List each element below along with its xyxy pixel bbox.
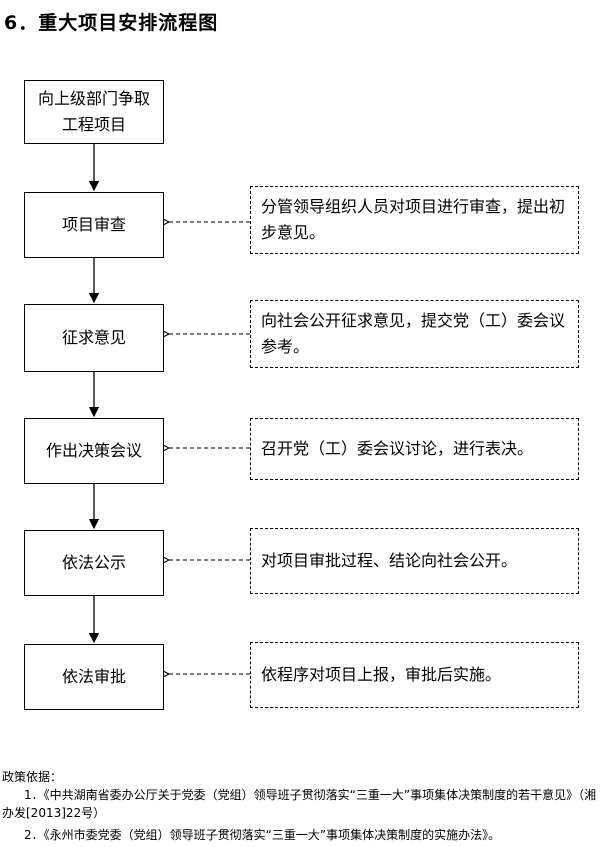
step-box-5: 依法公示 xyxy=(24,530,164,596)
step-note-3: 向社会公开征求意见，提交党（工）委会议参考。 xyxy=(250,300,579,368)
step-note-5: 对项目审批过程、结论向社会公开。 xyxy=(250,528,579,594)
step-note-4: 召开党（工）委会议讨论，进行表决。 xyxy=(250,418,579,480)
step-box-2: 项目审查 xyxy=(24,192,164,258)
step-note-6: 依程序对项目上报，审批后实施。 xyxy=(250,642,579,708)
step-box-4: 作出决策会议 xyxy=(24,418,164,484)
policy-basis-item-1: 1．《中共湖南省委办公厅关于党委（党组）领导班子贯彻落实“三重一大”事项集体决策… xyxy=(2,788,597,820)
step-box-3: 征求意见 xyxy=(24,304,164,372)
policy-basis-item-2: 2．《永州市委党委（党组）领导班子贯彻落实“三重一大”事项集体决策制度的实施办法… xyxy=(24,828,501,842)
flow-connectors xyxy=(88,144,250,760)
step-box-6: 依法审批 xyxy=(24,644,164,710)
policy-basis-label: 政策依据： xyxy=(2,770,63,784)
step-note-2: 分管领导组织人员对项目进行审查，提出初步意见。 xyxy=(250,186,579,254)
page-title: 6．重大项目安排流程图 xyxy=(4,12,219,34)
step-box-1: 向上级部门争取工程项目 xyxy=(24,80,164,144)
